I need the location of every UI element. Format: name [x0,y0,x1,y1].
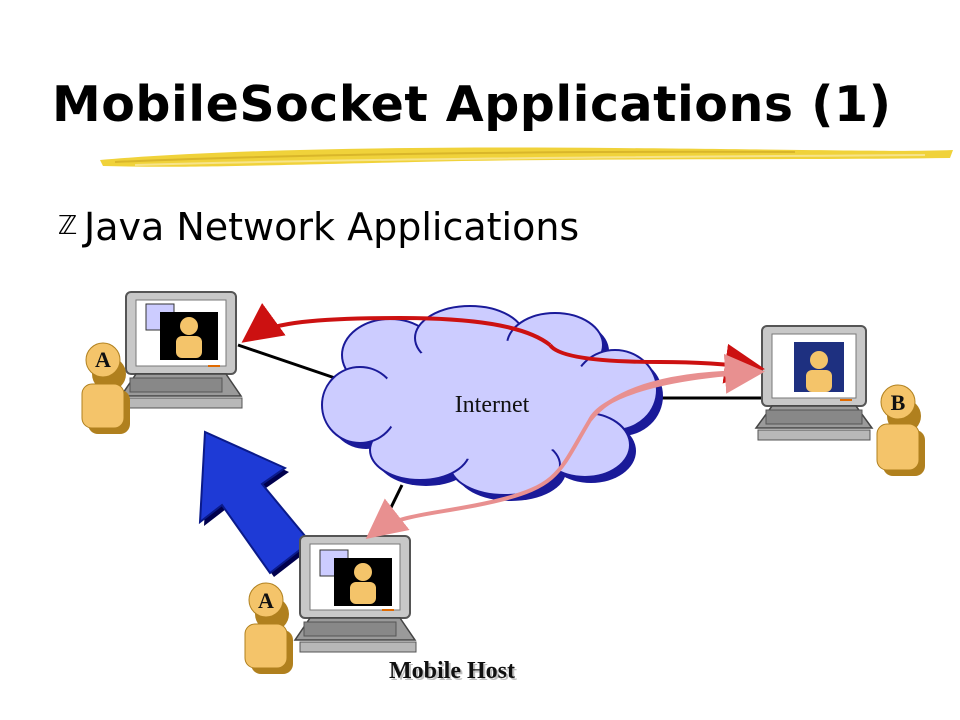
bullet-text: Java Network Applications [84,205,580,249]
person-a-mobile: A [244,582,293,674]
user-a-mobile-label: A [258,588,274,613]
person-b: B [876,384,925,476]
person-on-screen-b [806,351,832,392]
internet-cloud: Internet [321,305,663,501]
computer-a-mobile [293,535,417,653]
person-on-screen-a [176,317,202,358]
internet-label: Internet [455,392,530,418]
connection-mobile-to-b [365,353,765,539]
mobile-host-label-front: Mobile Host [389,658,515,684]
person-a-top: A [81,342,130,434]
person-on-screen-mobile [350,563,376,604]
computer-b [754,325,874,441]
user-a-top-label: A [95,347,111,372]
slide-title: MobileSocket Applications (1) [52,76,892,133]
computer-a-top [119,291,243,409]
migration-arrow [198,430,314,577]
z-bullet-icon: ℤ [58,210,78,241]
user-b-label: B [891,390,906,415]
mobile-host-label: Mobile Host [391,660,517,686]
title-underline [100,147,953,167]
